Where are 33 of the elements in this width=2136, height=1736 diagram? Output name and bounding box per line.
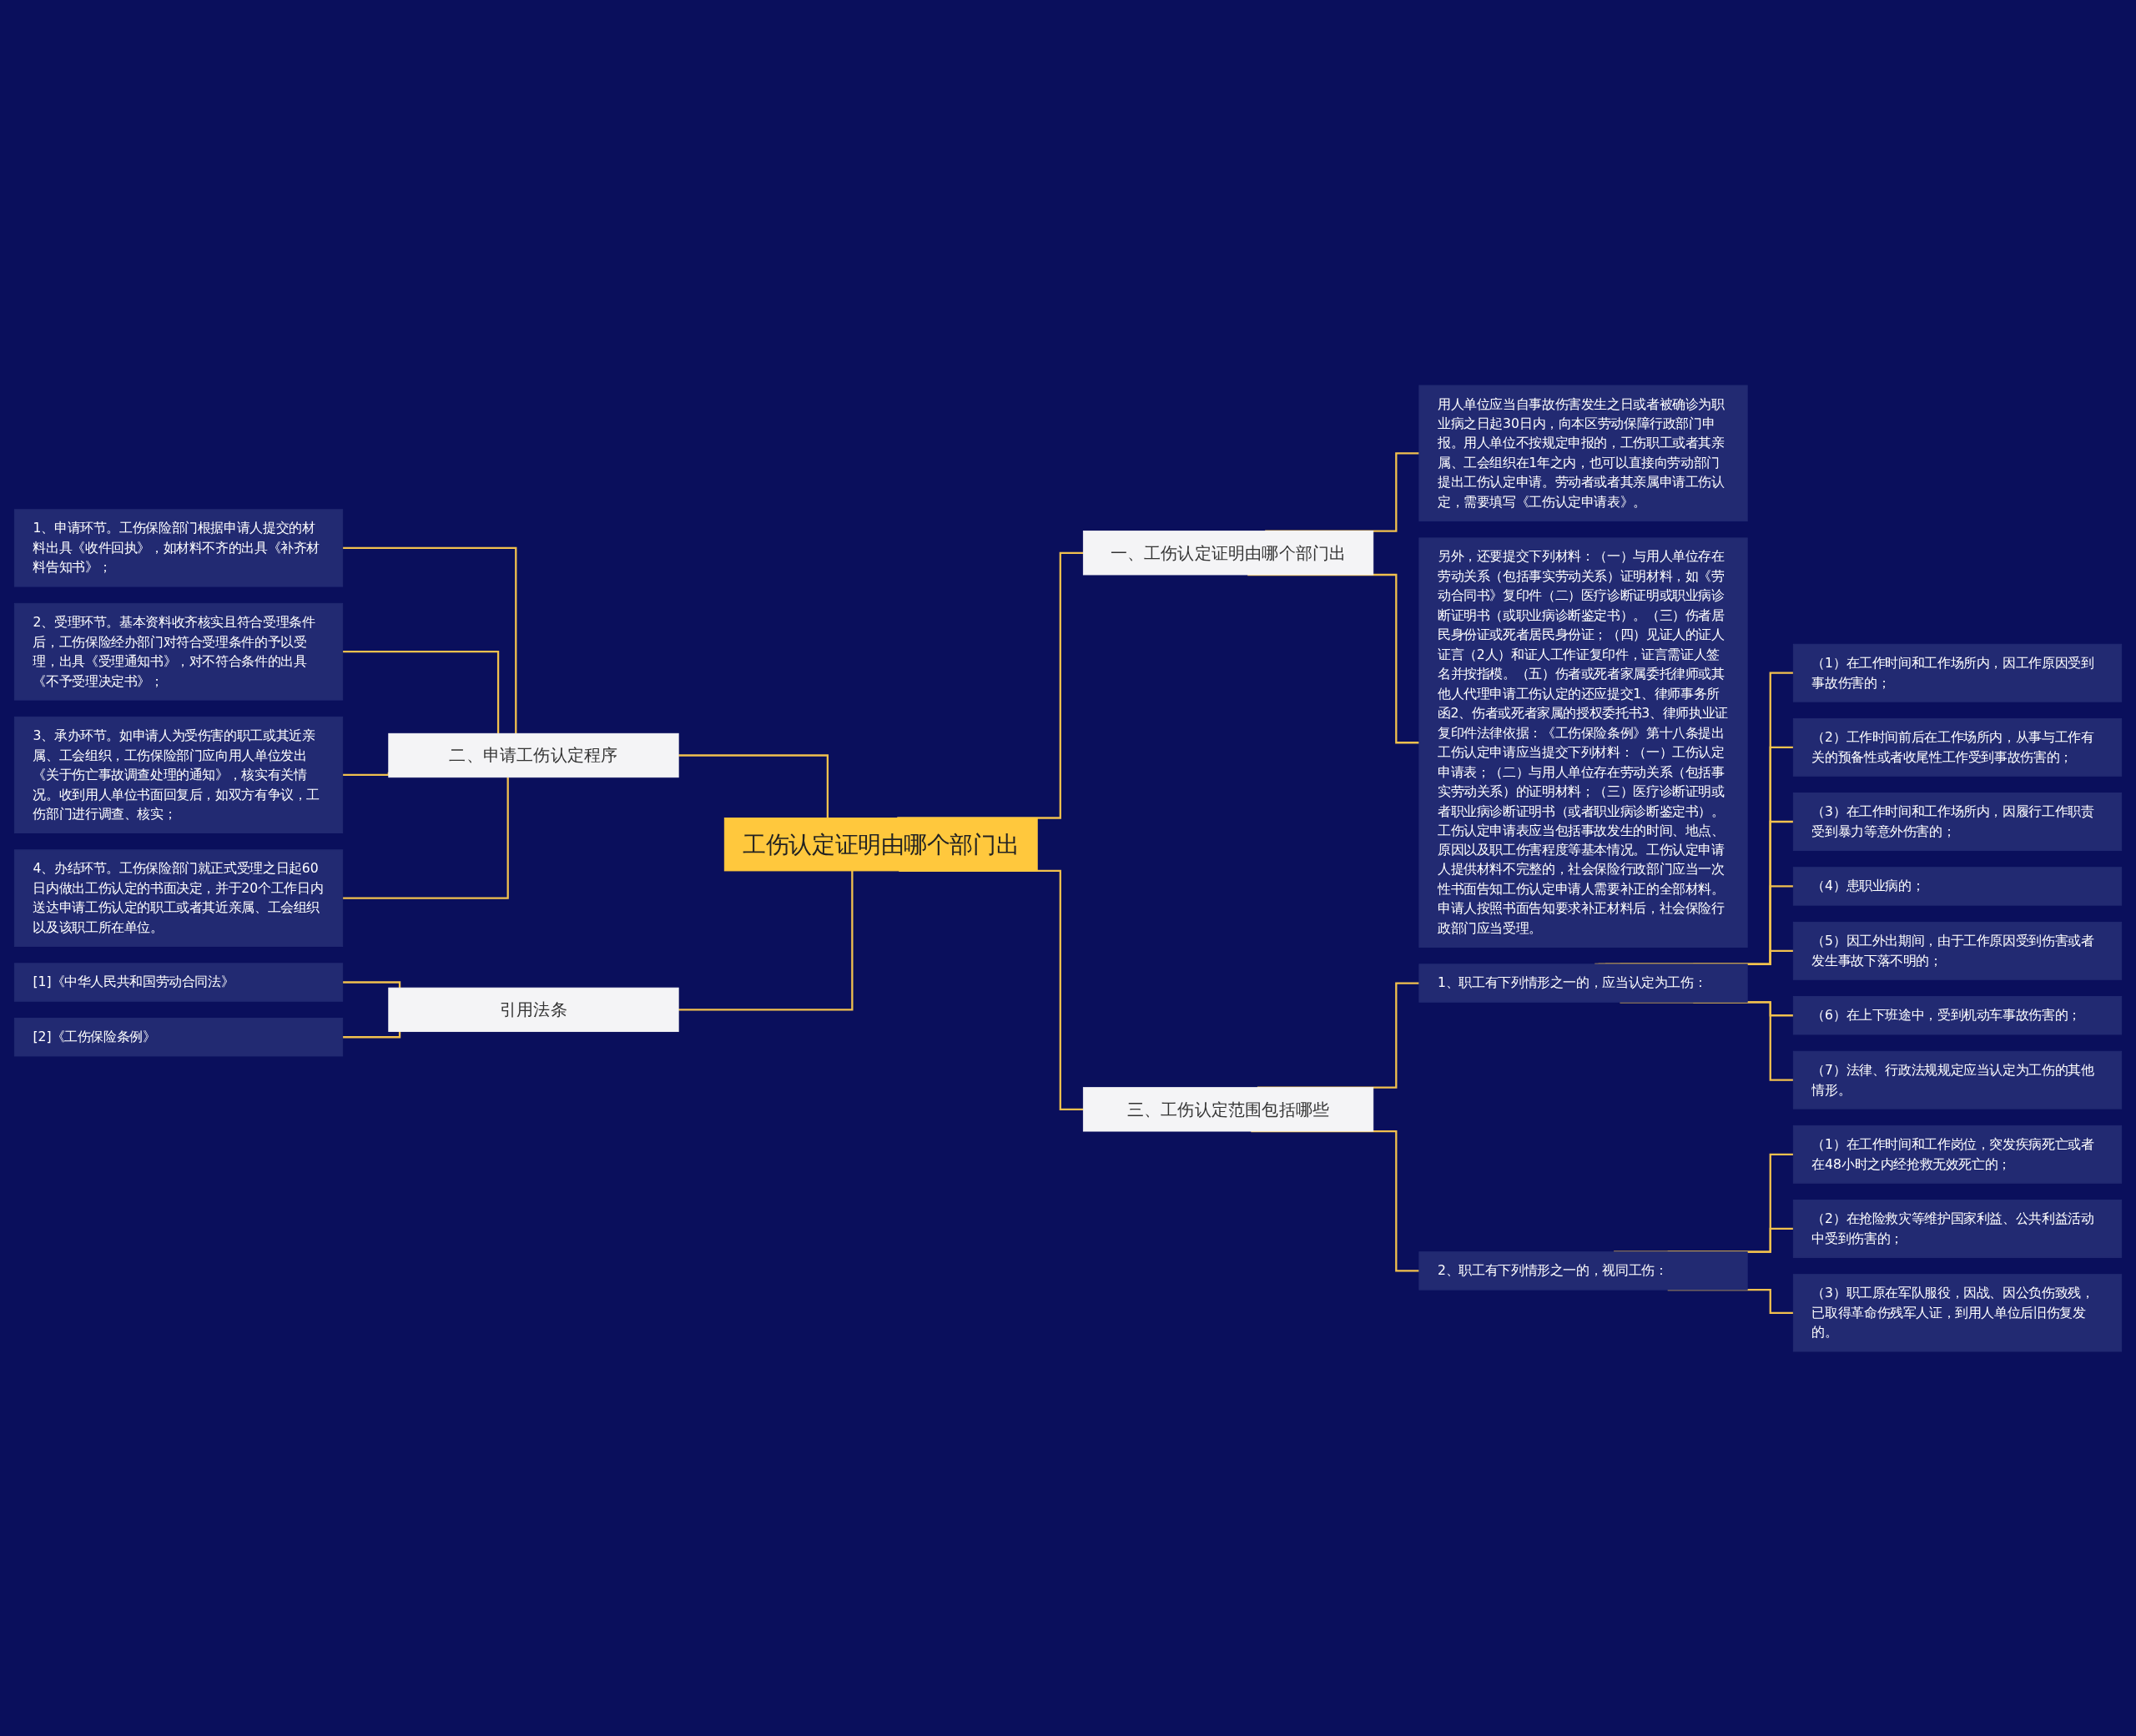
connector bbox=[342, 650, 500, 733]
node-box: 4、办结环节。工伤保险部门就正式受理之日起60日内做出工伤认定的书面决定，并于20个工作日内送达申请工伤认定的职工或者其近亲属、工会组织以及该职工所在单位。 bbox=[13, 848, 344, 947]
node-box: 工伤认定证明由哪个部门出 bbox=[723, 817, 1038, 871]
node-box: （1）在工作时间和工作场所内，因工作原因受到事故伤害的； bbox=[1792, 643, 2123, 702]
connector bbox=[342, 777, 509, 899]
connector bbox=[342, 980, 401, 988]
node-box: 三、工伤认定范围包括哪些 bbox=[1082, 1086, 1374, 1131]
node-box: 二、申请工伤认定程序 bbox=[388, 732, 679, 777]
connector bbox=[342, 546, 517, 733]
node-box: （4）患职业病的； bbox=[1792, 866, 2123, 906]
node-box: （5）因工外出期间，由于工作原因受到伤害或者发生事故下落不明的； bbox=[1792, 921, 2123, 980]
connector bbox=[342, 772, 390, 776]
node-box: （7）法律、行政法规规定应当认定为工伤的其他情形。 bbox=[1792, 1050, 2123, 1110]
node-box: （1）在工作时间和工作岗位，突发疾病死亡或者在48小时之内经抢救无效死亡的； bbox=[1792, 1125, 2123, 1184]
node-box: 1、职工有下列情形之一的，应当认定为工伤： bbox=[1418, 963, 1748, 1003]
node-box: （2）在抢险救灾等维护国家利益、公共利益活动中受到伤害的； bbox=[1792, 1199, 2123, 1258]
connector bbox=[342, 1031, 401, 1038]
node-box: 用人单位应当自事故伤害发生之日或者被确诊为职业病之日起30日内，向本区劳动保障行政部门申报。用人单位不按规定申报的，工伤职工或者其亲属、工会组织在1年之内，也可以直接向劳动部门提出工伤认定申请。劳动者或者其亲属申请工伤认定，需要填写《工伤认定申请表》。 bbox=[1418, 385, 1748, 521]
node-box: （3）职工原在军队服役，因战、因公负伤致残，已取得革命伤残军人证，到用人单位后旧伤复发的。 bbox=[1792, 1273, 2123, 1351]
node-box: [1]《中华人民共和国劳动合同法》 bbox=[13, 962, 344, 1002]
node-box: 1、申请环节。工伤保险部门根据申请人提交的材料出具《收件回执》，如材料不齐的出具《补齐材料告知书》； bbox=[13, 508, 344, 587]
node-box: 一、工伤认定证明由哪个部门出 bbox=[1082, 530, 1374, 575]
node-box: （3）在工作时间和工作场所内，因履行工作职责受到暴力等意外伤害的； bbox=[1792, 792, 2123, 851]
node-box: 3、承办环节。如申请人为受伤害的职工或其近亲属、工会组织，工伤保险部门应向用人单位发出《关于伤亡事故调查处理的通知》，核实有关情况。收到用人单位书面回复后，如双方有争议，工伤部门进行调查、核实； bbox=[13, 716, 344, 833]
node-box: （6）在上下班途中，受到机动车事故伤害的； bbox=[1792, 995, 2123, 1034]
node-box: （2）工作时间前后在工作场所内，从事与工作有关的预备性或者收尾性工作受到事故伤害的； bbox=[1792, 717, 2123, 777]
connector bbox=[678, 753, 829, 818]
node-box: 2、职工有下列情形之一的，视同工伤： bbox=[1418, 1250, 1748, 1291]
connector bbox=[678, 870, 854, 1011]
node-box: 另外，还要提交下列材料：（一）与用人单位存在劳动关系（包括事实劳动关系）证明材料，如《劳动合同书》复印件（二）医疗诊断证明或职业病诊断证明书（或职业病诊断鉴定书）。（三）伤者居民身份证或死者居民身份证；（四）见证人的证人证言（2人）和证人工作证复印件，证言需证人签名并按指模。（五）伤者或死者家属委托律师或其他人代理申请工伤认定的还应提交1、律师事务所函2、伤者或死者家属的授权委托书3、律师执业证复印件法律依据：《工伤保险条例》第十八条提出工伤认定申请应当提交下列材料：（一）工伤认定申请表；（二）与用人单位存在劳动关系（包括事实劳动关系）的证明材料；（三）医疗诊断证明或者职业病诊断证明书（或者职业病诊断鉴定书）。工伤认定申请表应当包括事故发生的时间、地点、原因以及职工伤害程度等基本情况。工伤认定申请人提供材料不完整的，社会保险行政部门应当一次性书面告知工伤认定申请人需要补正的全部材料。申请人按照书面告知要求补正材料后，社会保险行政部门应当受理。 bbox=[1418, 536, 1748, 948]
node-box: 2、受理环节。基本资料收齐核实且符合受理条件后，工伤保险经办部门对符合受理条件的予以受理，出具《受理通知书》，对不符合条件的出具《不予受理决定书》； bbox=[13, 602, 344, 701]
node-box: 引用法条 bbox=[388, 987, 679, 1032]
node-box: [2]《工伤保险条例》 bbox=[13, 1017, 344, 1056]
